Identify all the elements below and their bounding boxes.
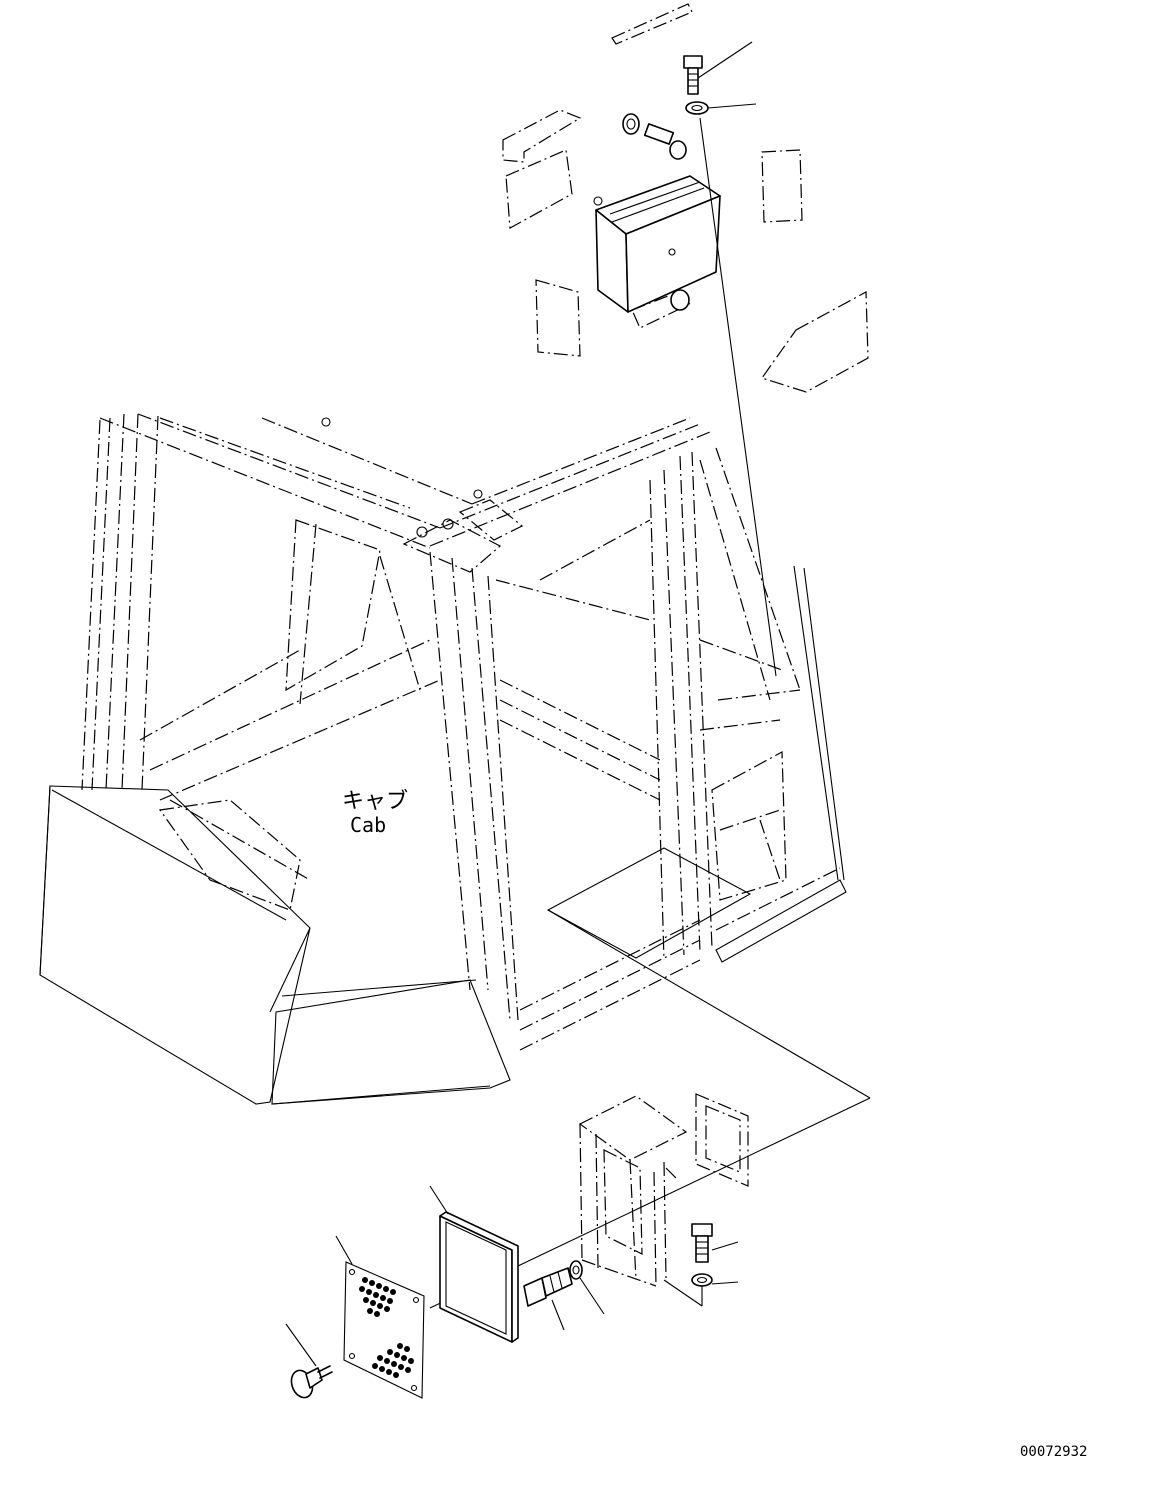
upper-controller-box (593, 175, 721, 313)
lower-bolt-right (691, 1223, 713, 1263)
cab-frame (39, 413, 847, 1105)
lower-bolt-left (523, 1267, 573, 1307)
lower-controller-assembly (285, 909, 871, 1399)
perforated-cover (343, 1261, 425, 1399)
cab-label-jp: キャブ (342, 789, 408, 814)
lower-washer-left (569, 1260, 583, 1280)
upper-controller-assembly (502, 3, 869, 677)
upper-bolt (683, 55, 703, 95)
cab-label-en: Cab (350, 813, 386, 837)
knob-screw (290, 1365, 333, 1399)
cover-frame (439, 1211, 519, 1343)
perforation-grid-lower (372, 1343, 414, 1378)
upper-washer (685, 101, 709, 115)
lower-bracket (578, 1095, 688, 1287)
cab-label: キャブ Cab (342, 789, 408, 837)
perforation-grid-upper (359, 1277, 396, 1317)
drawing-number: 00072932 (1020, 1444, 1087, 1460)
lower-washer-right (691, 1273, 713, 1287)
